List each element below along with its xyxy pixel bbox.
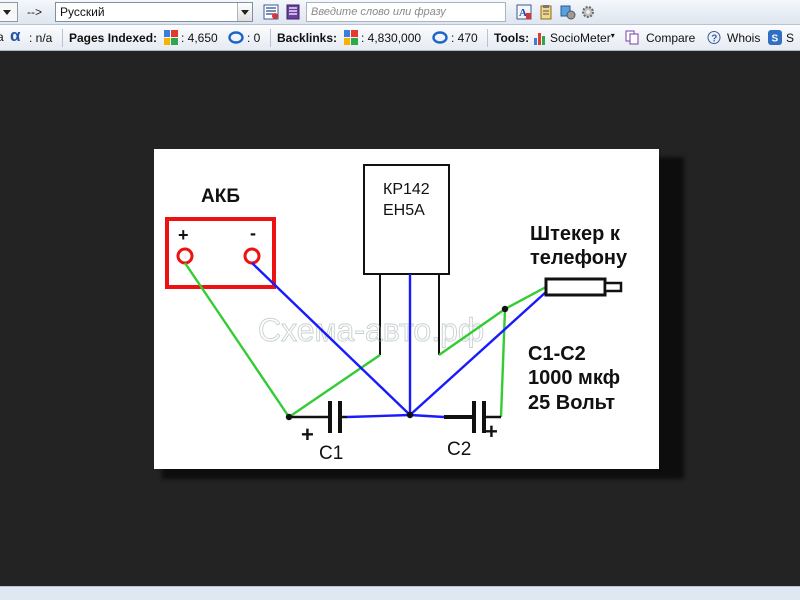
alexa-rank-value: : n/a	[29, 31, 53, 45]
junction-dot	[285, 413, 293, 421]
circuit-image: АКБ + - КР142 ЕН5А Схема-авто.рф	[154, 149, 659, 469]
sociometer-label: SocioMeter	[550, 31, 611, 45]
positive-wires	[184, 262, 547, 418]
translate-page-icon[interactable]	[263, 4, 279, 20]
capacitor-c2	[444, 401, 501, 433]
pages-indexed-bing-value: : 0	[247, 31, 261, 45]
capacitor-spec-line3: 25 Вольт	[528, 392, 615, 414]
translate-toolbar: --> Русский A	[0, 0, 800, 25]
wire-c1-to-regulator-input	[288, 354, 381, 418]
c1-label: С1	[319, 443, 343, 464]
bing-icon[interactable]	[228, 31, 244, 44]
watermark: Схема-авто.рф	[258, 312, 484, 348]
pages-indexed-label: Pages Indexed:	[69, 31, 158, 45]
plug-tip	[603, 281, 623, 293]
capacitor-c1	[289, 401, 347, 433]
capacitor-spec-line2: 1000 мкф	[528, 367, 620, 389]
toolbar-divider	[487, 29, 488, 47]
truncated-tool-button[interactable]: S	[786, 31, 795, 45]
backlinks-bing-value: : 470	[451, 31, 478, 45]
partial-icon-left: a	[0, 30, 4, 44]
c1-plus-label: +	[301, 422, 314, 447]
chevron-down-icon[interactable]	[237, 3, 252, 21]
circuit-diagram: АКБ + - КР142 ЕН5А Схема-авто.рф	[165, 164, 628, 464]
skype-icon[interactable]: S	[768, 30, 782, 45]
svg-text:A: A	[519, 7, 527, 19]
wire-ground-to-c2	[409, 413, 445, 419]
battery-outline	[165, 217, 276, 289]
chevron-down-icon	[3, 10, 11, 15]
wire-regulator-output-to-node	[438, 308, 506, 356]
plug-label-line1: Штекер к	[530, 223, 621, 245]
seo-toolbar: a α : n/a Pages Indexed: : 4,650 : 0 Bac…	[0, 25, 800, 51]
wire-battery-minus-to-ground	[251, 262, 411, 416]
battery-minus-terminal	[243, 247, 261, 265]
battery-plus-label: +	[178, 225, 189, 245]
status-bar	[0, 586, 800, 600]
bing-icon[interactable]	[432, 31, 448, 44]
svg-text:?: ?	[711, 34, 717, 45]
capacitor-spec-line1: С1-С2	[528, 343, 586, 365]
google-icon[interactable]	[344, 30, 358, 45]
wire-node-to-plug	[504, 285, 547, 311]
compare-icon[interactable]	[625, 30, 639, 45]
battery-plus-terminal	[176, 247, 194, 265]
bar-chart-icon[interactable]	[533, 30, 547, 45]
junction-dot	[501, 305, 509, 313]
regulator-label-line2: ЕН5А	[383, 202, 425, 219]
dictionary-icon[interactable]	[285, 4, 301, 20]
regulator-label-line1: КР142	[383, 181, 430, 198]
sociometer-button[interactable]: SocioMeter▾	[550, 31, 615, 45]
regulator-body	[363, 164, 450, 275]
negative-wires	[251, 262, 547, 419]
translate-search-input[interactable]	[306, 2, 506, 22]
language-select-value: Русский	[60, 5, 105, 19]
whois-button[interactable]: Whois	[727, 31, 761, 45]
plug-label-line2: телефону	[530, 247, 628, 269]
phone-plug	[544, 277, 623, 297]
clipboard-icon[interactable]	[538, 4, 554, 20]
junction-dot	[406, 411, 414, 419]
wire-ground-to-plug	[409, 291, 547, 416]
wire-c1-to-ground	[346, 413, 411, 419]
settings-translate-icon[interactable]	[560, 4, 576, 20]
toolbar-divider	[62, 29, 63, 47]
battery-label: АКБ	[201, 186, 240, 207]
alexa-alpha-icon[interactable]: α	[10, 26, 21, 45]
backlinks-google-value: : 4,830,000	[361, 31, 422, 45]
c2-plus-label: +	[485, 419, 498, 444]
toolbar-divider	[270, 29, 271, 47]
compare-button[interactable]: Compare	[646, 31, 696, 45]
wire-battery-plus-to-c1	[184, 262, 290, 418]
text-translate-icon[interactable]: A	[516, 4, 532, 20]
pages-indexed-google-value: : 4,650	[181, 31, 218, 45]
help-question-icon[interactable]: ?	[707, 30, 721, 45]
svg-text:S: S	[772, 34, 779, 45]
battery-minus-label: -	[250, 223, 256, 243]
wire-node-to-c2	[499, 308, 507, 418]
dropdown-caret-icon: ▾	[610, 31, 615, 40]
toolbar-dropdown-button[interactable]	[0, 2, 18, 22]
tools-label: Tools:	[494, 31, 530, 45]
c2-label: С2	[447, 439, 471, 460]
backlinks-label: Backlinks:	[277, 31, 338, 45]
gear-icon[interactable]	[580, 4, 596, 20]
google-icon[interactable]	[164, 30, 178, 45]
plug-body	[544, 277, 607, 297]
language-select[interactable]: Русский	[55, 2, 253, 22]
direction-arrow: -->	[27, 5, 42, 19]
